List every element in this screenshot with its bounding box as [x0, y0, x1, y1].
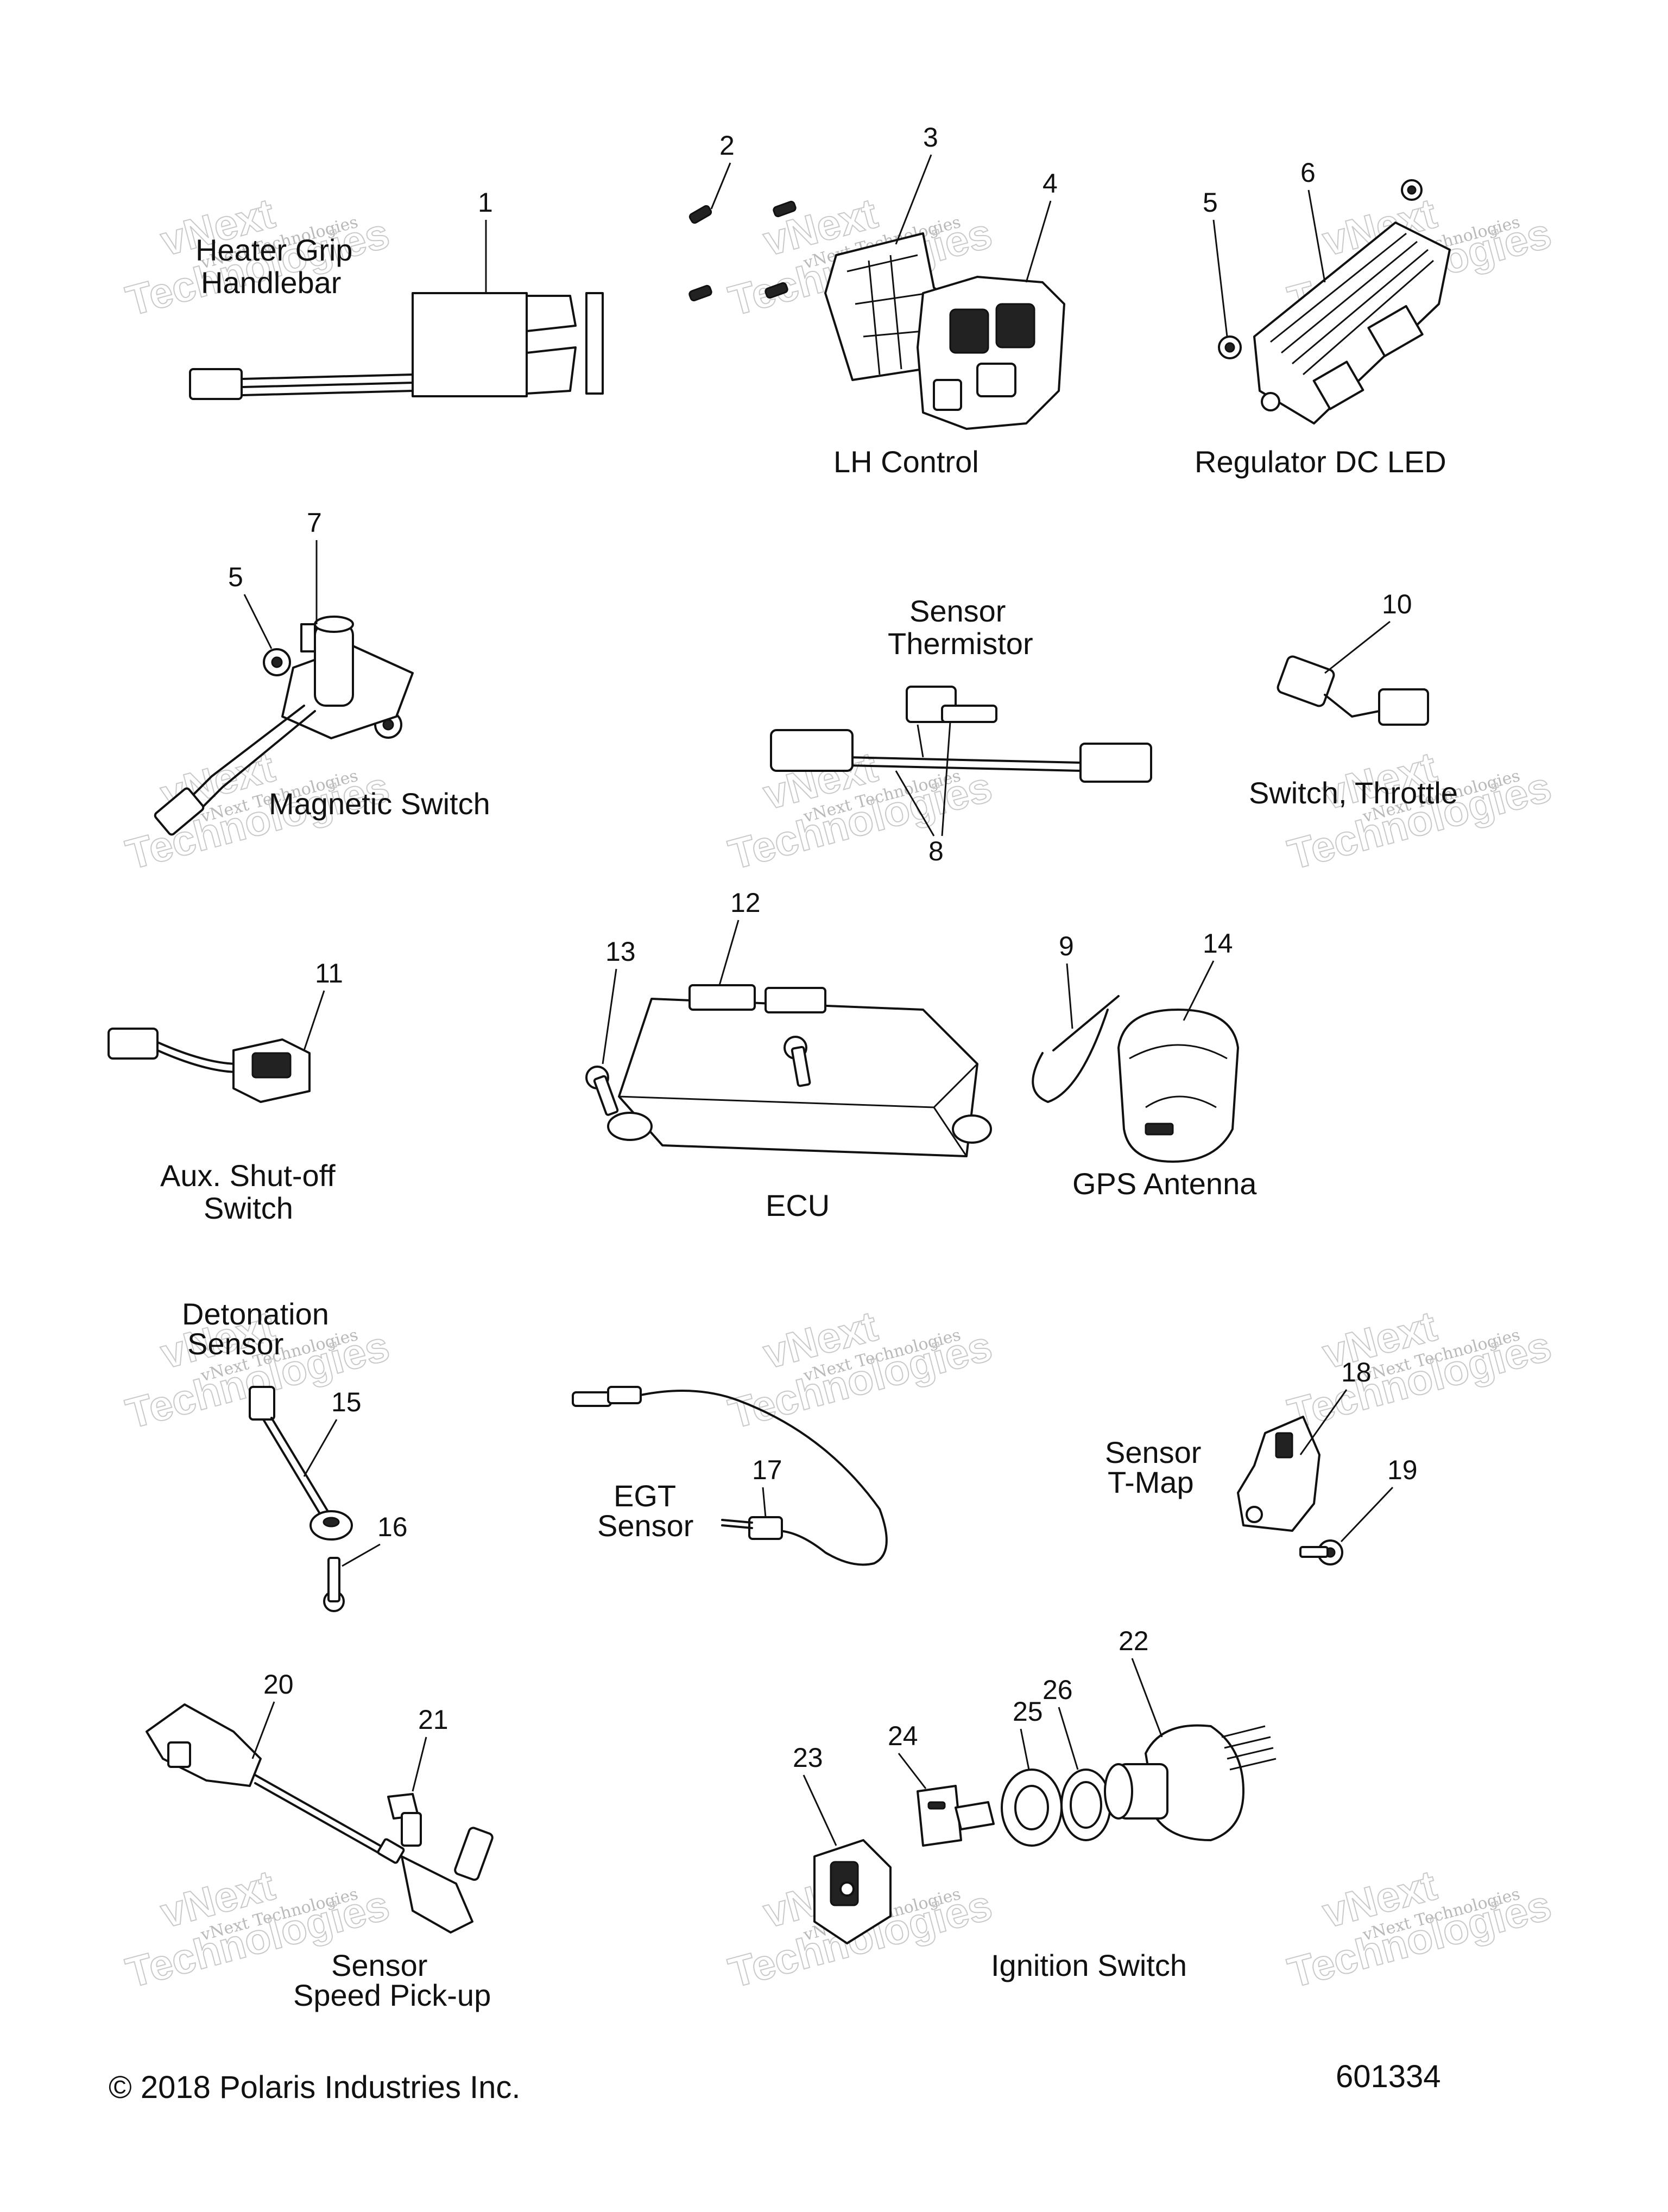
caption-lh-control: LH Control	[833, 445, 979, 479]
part-tie-strap-9[interactable]	[1032, 995, 1120, 1104]
part-ignition-cap-23[interactable]	[813, 1839, 892, 1944]
part-ignition-switch-22[interactable]	[1104, 1724, 1277, 1841]
callout-19: 19	[1387, 1455, 1418, 1485]
caption-sensor-thermistor-2: Thermistor	[888, 626, 1033, 661]
part-aux-switch-11[interactable]	[108, 1028, 311, 1103]
part-bolt-21[interactable]	[387, 1793, 422, 1847]
part-lh-control-4[interactable]	[917, 276, 1065, 430]
callout-3: 3	[923, 122, 938, 153]
caption-gps: GPS Antenna	[1072, 1167, 1257, 1201]
caption-magnetic-switch: Magnetic Switch	[269, 787, 490, 821]
thermistor-connector-left	[770, 729, 854, 772]
watermark: vNext vNext Technologies Technologies	[1282, 1301, 1557, 1438]
callout-23: 23	[793, 1742, 823, 1773]
callout-5-top: 5	[1203, 187, 1218, 218]
part-heater-grip[interactable]	[189, 292, 604, 400]
callout-18: 18	[1341, 1357, 1372, 1387]
watermark: vNext vNext Technologies Technologies	[1282, 1860, 1557, 1997]
part-key-24[interactable]	[917, 1785, 995, 1847]
callout-5-mid: 5	[228, 562, 243, 592]
callout-25: 25	[1013, 1696, 1043, 1727]
caption-switch-throttle: Switch, Throttle	[1249, 776, 1458, 810]
caption-heater-grip: Heater Grip	[195, 233, 352, 267]
part-bolt-19[interactable]	[1299, 1539, 1343, 1565]
figure-number: 601334	[1336, 2059, 1441, 2094]
caption-aux-1: Aux. Shut-off	[160, 1158, 336, 1193]
caption-egt-1: EGT	[614, 1479, 676, 1513]
part-washer-26[interactable]	[1060, 1769, 1111, 1841]
caption-detonation-2: Sensor	[187, 1327, 283, 1361]
callout-26: 26	[1042, 1675, 1073, 1705]
grip-housing	[412, 292, 528, 397]
watermark: vNext vNext Technologies Technologies	[723, 1301, 997, 1438]
part-nut-5a[interactable]	[1218, 335, 1242, 359]
callout-2: 2	[719, 130, 735, 161]
callout-16: 16	[377, 1512, 408, 1542]
thermistor-connector-right	[1079, 743, 1152, 783]
caption-sensor-thermistor-1: Sensor	[909, 594, 1006, 628]
caption-ecu: ECU	[766, 1188, 830, 1222]
callout-4: 4	[1042, 168, 1058, 199]
caption-speed-2: Speed Pick-up	[293, 1978, 491, 2012]
callout-14: 14	[1203, 928, 1233, 959]
callout-20: 20	[263, 1669, 294, 1700]
part-detonation-sensor-15[interactable]	[249, 1386, 353, 1541]
part-nut-25[interactable]	[1001, 1769, 1063, 1847]
callout-7: 7	[307, 508, 322, 538]
part-regulator-6[interactable]	[1253, 179, 1451, 424]
callout-8: 8	[928, 836, 944, 866]
part-bolt-16[interactable]	[323, 1557, 345, 1612]
caption-speed-1: Sensor	[331, 1948, 427, 1982]
part-tmap-sensor-18[interactable]	[1237, 1416, 1320, 1532]
callout-6: 6	[1300, 157, 1316, 188]
part-speed-sensor-20[interactable]	[146, 1703, 494, 1934]
callout-17: 17	[752, 1455, 782, 1485]
caption-tmap-2: T-Map	[1108, 1465, 1194, 1499]
part-bolt-13[interactable]	[585, 1036, 811, 1116]
callout-22: 22	[1119, 1626, 1149, 1656]
part-magnetic-switch-7[interactable]	[154, 616, 414, 836]
part-gps-antenna-14[interactable]	[1117, 1009, 1239, 1163]
caption-ignition: Ignition Switch	[991, 1948, 1187, 1982]
callout-9: 9	[1059, 931, 1074, 961]
callout-10: 10	[1382, 589, 1412, 619]
callout-11: 11	[315, 958, 343, 988]
callout-15: 15	[331, 1387, 362, 1417]
caption-aux-2: Switch	[204, 1191, 293, 1225]
callout-13: 13	[605, 936, 636, 967]
part-thermistor-8[interactable]	[770, 686, 1152, 783]
grip-connector	[189, 368, 243, 400]
callout-1: 1	[478, 187, 493, 218]
callout-12: 12	[730, 888, 761, 918]
caption-egt-2: Sensor	[597, 1509, 693, 1543]
copyright-notice: © 2018 Polaris Industries Inc.	[109, 2070, 520, 2105]
watermark: vNext vNext Technologies Technologies	[723, 742, 997, 879]
part-throttle-switch-10[interactable]	[1277, 655, 1429, 726]
part-egt-sensor-17[interactable]	[572, 1386, 888, 1566]
caption-detonation-1: Detonation	[182, 1297, 329, 1331]
caption-regulator: Regulator DC LED	[1195, 445, 1446, 479]
callout-24: 24	[888, 1721, 918, 1751]
callout-21: 21	[418, 1704, 448, 1735]
part-screws-2[interactable]	[688, 200, 797, 302]
caption-tmap-1: Sensor	[1105, 1435, 1201, 1469]
caption-handlebar: Handlebar	[201, 265, 341, 300]
